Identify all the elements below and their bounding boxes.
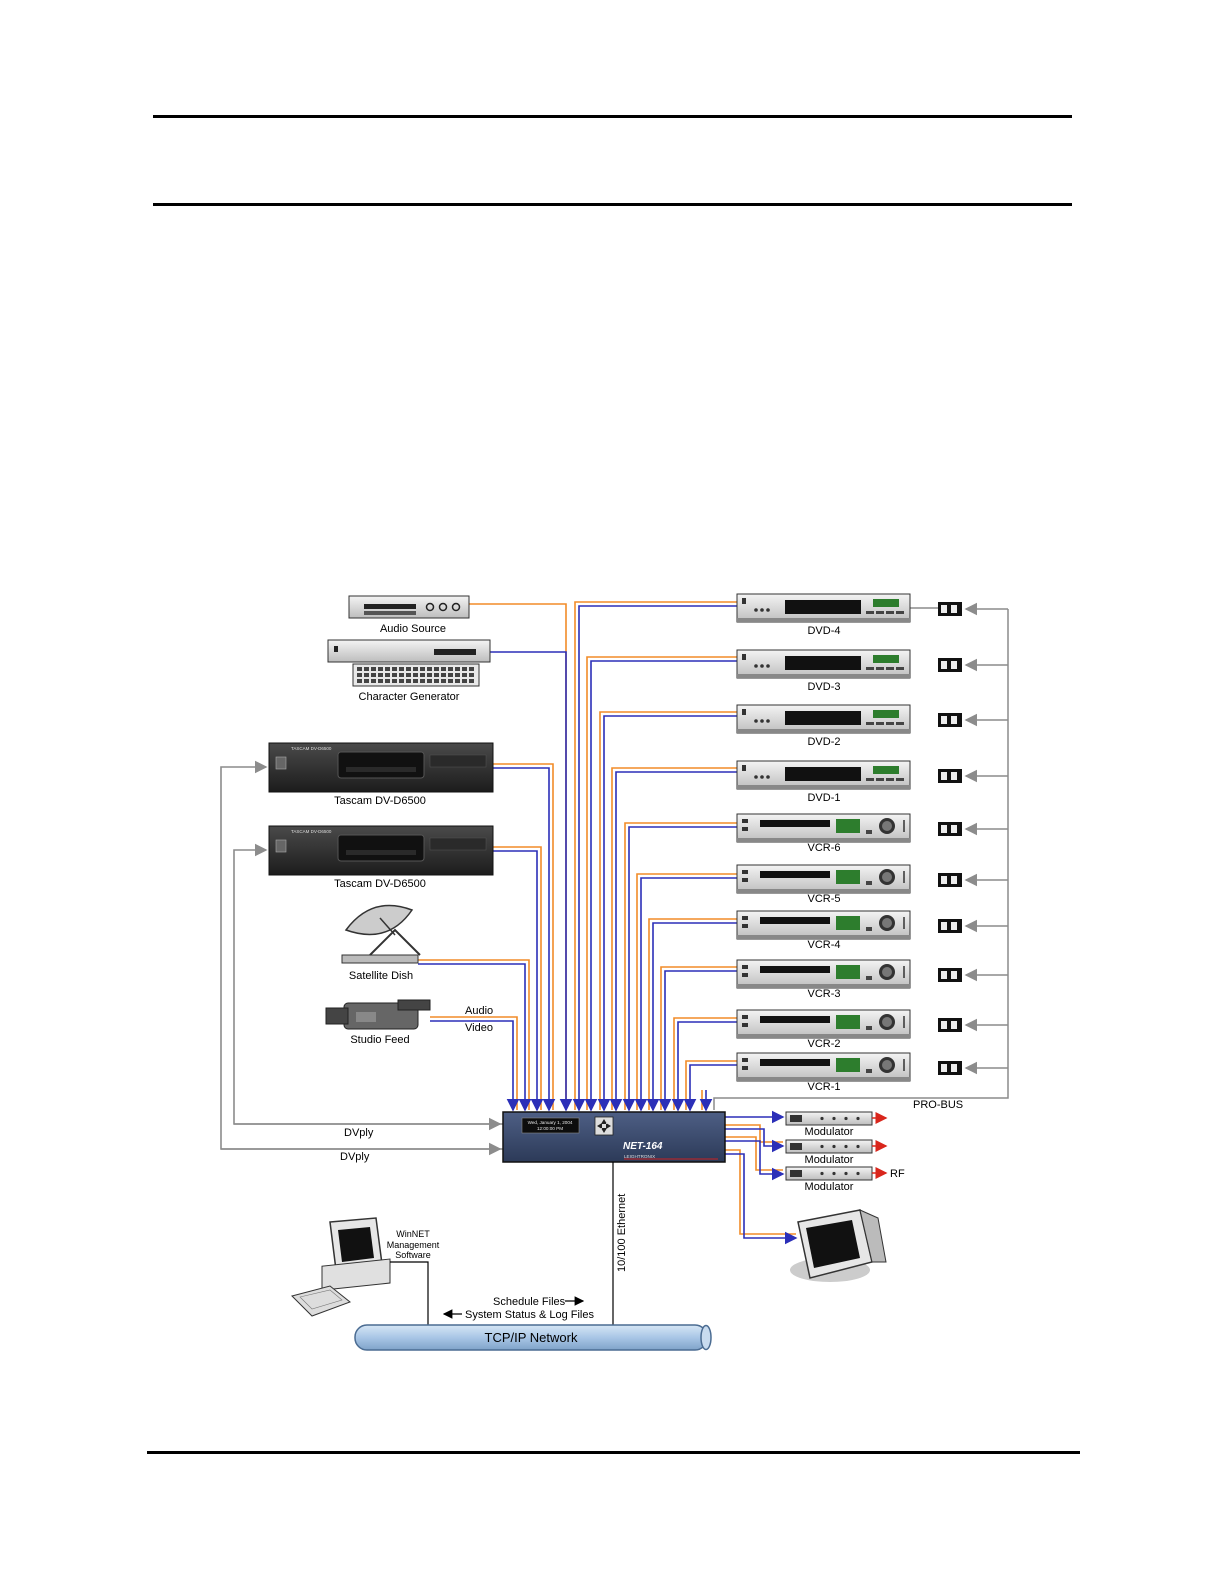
satellite-dish-label: Satellite Dish: [349, 970, 413, 982]
net164-brand: LEIGHTRONIX: [624, 1154, 655, 1159]
control-connector: [938, 919, 962, 933]
dvd-player-4: DVD-4: [736, 593, 911, 637]
vcr-label: VCR-1: [807, 1081, 840, 1093]
computer-workstation: WinNET Management Software: [291, 1217, 440, 1317]
satellite-dish: Satellite Dish: [341, 904, 421, 982]
studio-camera: Studio Feed Audio Video: [325, 999, 493, 1046]
modulator-label: Modulator: [805, 1154, 854, 1166]
character-generator-label: Character Generator: [359, 691, 460, 703]
network-label: TCP/IP Network: [485, 1330, 578, 1345]
rf-label: RF: [890, 1168, 905, 1180]
probus-label: PRO-BUS: [913, 1099, 963, 1111]
control-connector: [938, 822, 962, 836]
system-status-label: System Status & Log Files: [465, 1309, 594, 1321]
control-connector: [938, 873, 962, 887]
vcr-5: VCR-5: [736, 864, 911, 905]
net164-name: NET-164: [623, 1141, 663, 1152]
schedule-files-label: Schedule Files: [493, 1296, 566, 1308]
modulator-3: Modulator: [785, 1166, 873, 1193]
vcr-label: VCR-4: [807, 939, 840, 951]
control-connector: [938, 602, 962, 616]
footer-rule: [147, 1451, 1080, 1454]
winnet-line-1: WinNET: [396, 1229, 430, 1239]
control-connector: [938, 1018, 962, 1032]
vcr-label: VCR-2: [807, 1038, 840, 1050]
control-connector: [938, 1061, 962, 1075]
control-connector: [938, 658, 962, 672]
modulator-label: Modulator: [805, 1181, 854, 1193]
dvd-label: DVD-3: [807, 681, 840, 693]
control-connector: [938, 769, 962, 783]
dvd-player-2: DVD-2: [736, 704, 911, 748]
character-generator-device: Character Generator: [327, 639, 491, 703]
vcr-6: VCR-6: [736, 813, 911, 854]
dvd-label: DVD-2: [807, 736, 840, 748]
vcr-2: VCR-2: [736, 1009, 911, 1050]
dvd-player-1: DVD-1: [736, 760, 911, 804]
net164-unit: Wed, January 1, 2004 12:00:00 PM NET-164…: [502, 1111, 726, 1163]
svg-text:TASCAM DV-D6500: TASCAM DV-D6500: [291, 746, 332, 751]
tascam-deck-1: TASCAM DV-D6500 Tascam DV-D6500: [268, 742, 494, 807]
tascam-deck-2: TASCAM DV-D6500 Tascam DV-D6500: [268, 825, 494, 890]
modulator-2: Modulator: [785, 1139, 873, 1166]
winnet-line-3: Software: [395, 1250, 431, 1260]
header-rule-bottom: [153, 203, 1072, 206]
dvply-label-2: DVply: [340, 1151, 370, 1163]
studio-feed-label: Studio Feed: [350, 1034, 409, 1046]
dvd-player-3: DVD-3: [736, 649, 911, 693]
modulator-1: Modulator: [785, 1111, 873, 1138]
vcr-1: VCR-1: [736, 1052, 911, 1093]
wires: [220, 601, 1009, 1245]
tcpip-network-pipe: TCP/IP Network: [354, 1324, 712, 1351]
tascam-2-label: Tascam DV-D6500: [334, 878, 426, 890]
audio-label: Audio: [465, 1005, 493, 1017]
tv-monitor: [790, 1209, 887, 1282]
svg-text:TASCAM DV-D6500: TASCAM DV-D6500: [291, 829, 332, 834]
audio-source-label: Audio Source: [380, 623, 446, 635]
ethernet-label: 10/100 Ethernet: [616, 1194, 628, 1272]
tascam-1-label: Tascam DV-D6500: [334, 795, 426, 807]
vcr-label: VCR-6: [807, 842, 840, 854]
vcr-3: VCR-3: [736, 959, 911, 1000]
audio-source-device: Audio Source: [348, 595, 470, 635]
vcr-4: VCR-4: [736, 910, 911, 951]
dvd-label: DVD-1: [807, 792, 840, 804]
video-label: Video: [465, 1022, 493, 1034]
dvply-label-1: DVply: [344, 1127, 374, 1139]
net164-time: 12:00:00 PM: [537, 1126, 563, 1131]
vcr-label: VCR-5: [807, 893, 840, 905]
source-deck-stack: DVD-4DVD-3DVD-2DVD-1VCR-6VCR-5VCR-4VCR-3…: [736, 593, 962, 1093]
control-connector: [938, 713, 962, 727]
vcr-label: VCR-3: [807, 988, 840, 1000]
header-rule-top: [153, 115, 1072, 118]
control-connector: [938, 968, 962, 982]
modulator-label: Modulator: [805, 1126, 854, 1138]
dvd-label: DVD-4: [807, 625, 840, 637]
winnet-line-2: Management: [387, 1240, 440, 1250]
net164-date: Wed, January 1, 2004: [528, 1120, 573, 1125]
